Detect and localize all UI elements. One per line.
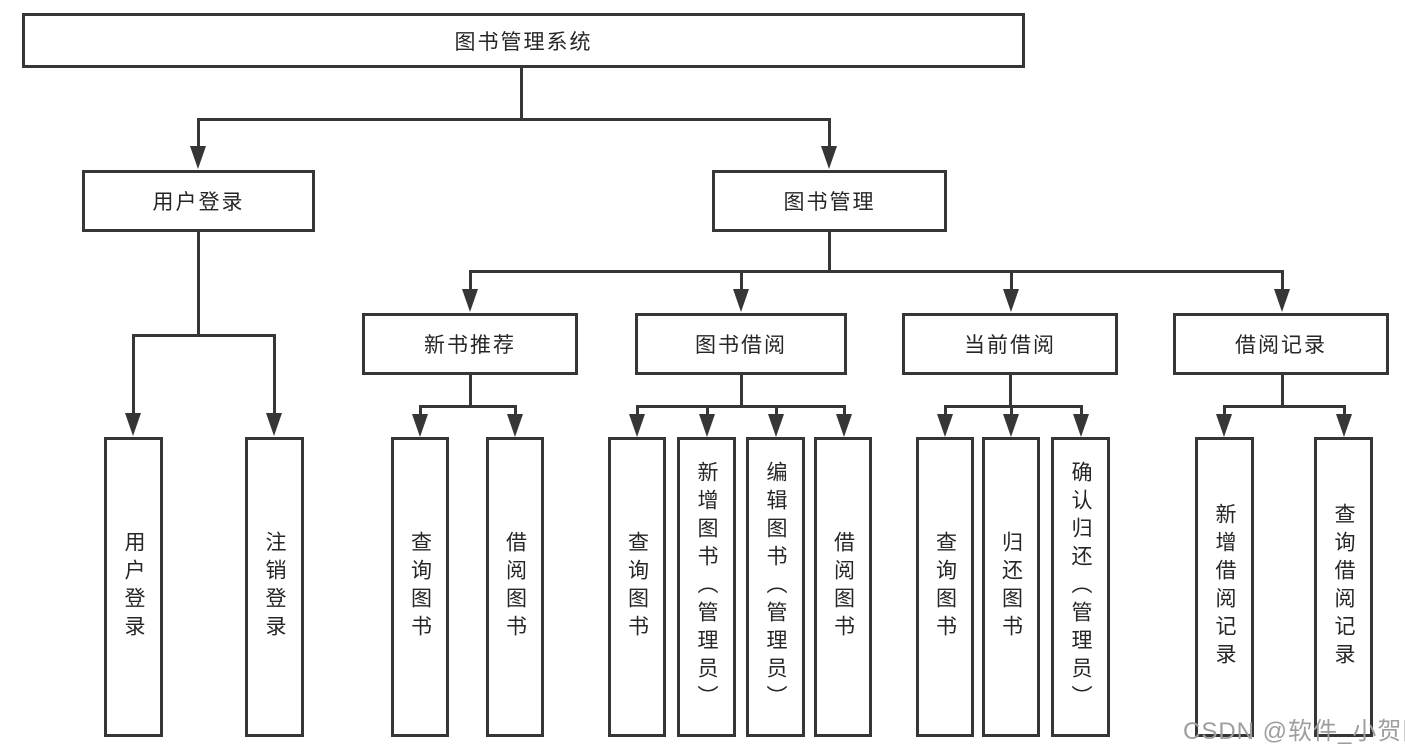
connector-line <box>636 405 639 417</box>
node-label: 图书管理系统 <box>454 30 593 54</box>
connector-line <box>740 270 743 290</box>
connector-line <box>1343 405 1346 417</box>
node-label: 图书借阅 <box>695 334 787 357</box>
node-label: 查询图书 <box>625 531 649 643</box>
leaf-query-books: 查询图书 <box>916 437 974 737</box>
connector-line <box>197 118 200 148</box>
node-label: 编辑图书（管理员） <box>764 461 787 713</box>
connector-line <box>419 405 517 408</box>
node-user-login: 用户登录 <box>82 170 315 232</box>
leaf-query-books: 查询图书 <box>391 437 449 737</box>
node-label: 查询借阅记录 <box>1332 503 1355 671</box>
arrowhead-down-icon <box>266 413 282 436</box>
node-label: 归还图书 <box>999 531 1023 643</box>
arrowhead-down-icon <box>1336 414 1352 437</box>
connector-line <box>197 232 200 336</box>
arrowhead-down-icon <box>1216 414 1232 437</box>
node-label: 借阅图书 <box>831 531 855 643</box>
connector-line <box>828 118 831 148</box>
node-book-management: 图书管理 <box>712 170 947 232</box>
connector-line <box>469 375 472 407</box>
node-label: 借阅记录 <box>1235 334 1327 357</box>
node-label: 确认归还（管理员） <box>1069 461 1092 713</box>
connector-line <box>1223 405 1226 417</box>
node-label: 查询图书 <box>933 531 957 643</box>
connector-line <box>197 118 831 121</box>
connector-line <box>843 405 846 417</box>
leaf-query-books: 查询图书 <box>608 437 666 737</box>
node-label: 图书管理 <box>783 191 876 214</box>
arrowhead-down-icon <box>462 289 478 312</box>
arrowhead-down-icon <box>699 414 715 437</box>
leaf-query-borrow-record: 查询借阅记录 <box>1314 437 1373 737</box>
arrowhead-down-icon <box>507 414 523 437</box>
connector-line <box>944 405 1083 408</box>
arrowhead-down-icon <box>1274 289 1290 312</box>
node-label: 用户登录 <box>122 531 145 643</box>
connector-line <box>706 405 709 417</box>
csdn-watermark: CSDN @软件_小贺同学 <box>1183 718 1405 745</box>
node-label: 新增借阅记录 <box>1213 503 1236 671</box>
leaf-borrow-books: 借阅图书 <box>486 437 544 737</box>
node-label: 新增图书（管理员） <box>695 461 718 713</box>
node-label: 用户登录 <box>152 191 245 214</box>
node-label: 查询图书 <box>408 531 432 643</box>
arrowhead-down-icon <box>836 414 852 437</box>
arrowhead-down-icon <box>821 146 837 169</box>
connector-line <box>1223 405 1346 408</box>
node-library-system: 图书管理系统 <box>22 13 1025 68</box>
connector-line <box>132 334 276 337</box>
arrowhead-down-icon <box>412 414 428 437</box>
leaf-add-books-admin: 新增图书（管理员） <box>677 437 736 737</box>
node-book-borrowing: 图书借阅 <box>635 313 847 375</box>
node-current-borrowing: 当前借阅 <box>902 313 1118 375</box>
connector-line <box>520 68 523 118</box>
leaf-return-books: 归还图书 <box>982 437 1040 737</box>
connector-line <box>1281 375 1284 407</box>
node-label: 借阅图书 <box>503 531 527 643</box>
leaf-user-login: 用户登录 <box>104 437 163 737</box>
arrowhead-down-icon <box>733 289 749 312</box>
node-label: 新书推荐 <box>424 334 516 357</box>
arrowhead-down-icon <box>1003 289 1019 312</box>
arrowhead-down-icon <box>768 414 784 437</box>
arrowhead-down-icon <box>190 146 206 169</box>
arrowhead-down-icon <box>1073 414 1089 437</box>
connector-line <box>1281 270 1284 290</box>
arrowhead-down-icon <box>937 414 953 437</box>
connector-line <box>636 405 846 408</box>
arrowhead-down-icon <box>125 413 141 436</box>
connector-line <box>419 405 422 417</box>
connector-line <box>469 270 472 290</box>
connector-line <box>132 334 135 415</box>
connector-line <box>1009 375 1012 407</box>
connector-line <box>273 334 276 415</box>
connector-line <box>740 375 743 407</box>
leaf-logout: 注销登录 <box>245 437 304 737</box>
node-borrowing-records: 借阅记录 <box>1173 313 1389 375</box>
connector-line <box>514 405 517 417</box>
connector-line <box>828 232 831 272</box>
node-new-book-recommendation: 新书推荐 <box>362 313 578 375</box>
arrowhead-down-icon <box>1003 414 1019 437</box>
connector-line <box>1010 405 1013 417</box>
connector-line <box>1010 270 1013 290</box>
connector-line <box>469 270 1283 273</box>
leaf-confirm-return-admin: 确认归还（管理员） <box>1051 437 1110 737</box>
leaf-add-borrow-record: 新增借阅记录 <box>1195 437 1254 737</box>
connector-line <box>1080 405 1083 417</box>
connector-line <box>775 405 778 417</box>
connector-line <box>944 405 947 417</box>
leaf-borrow-books: 借阅图书 <box>814 437 872 737</box>
node-label: 当前借阅 <box>964 334 1056 357</box>
node-label: 注销登录 <box>263 531 286 643</box>
arrowhead-down-icon <box>629 414 645 437</box>
leaf-edit-books-admin: 编辑图书（管理员） <box>746 437 805 737</box>
